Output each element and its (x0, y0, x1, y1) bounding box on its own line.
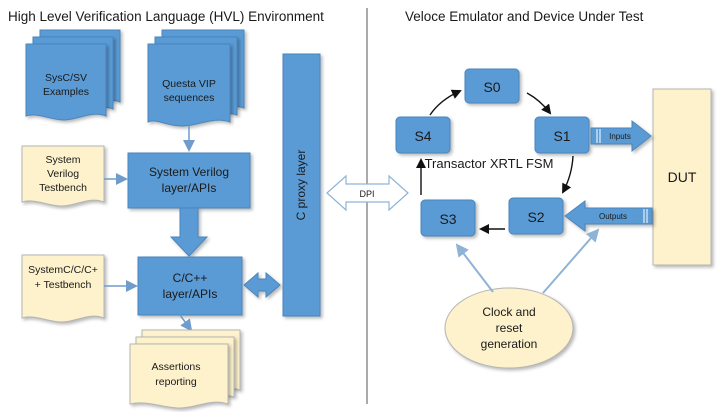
state-s3-label: S3 (439, 211, 456, 227)
state-s1: S1 (534, 116, 590, 154)
sv-layer-label-2: layer/APIs (162, 181, 217, 195)
outputs-arrow: Outputs (564, 200, 653, 232)
s1-to-s2-arrow (562, 155, 574, 194)
c-layer-label-2: layer/APIs (163, 287, 218, 301)
clock-to-s3-arrow (455, 243, 494, 293)
sysc-testbench-doc: SystemC/C/C+ + Testbench (21, 254, 105, 323)
state-s0: S0 (464, 68, 520, 104)
state-s2: S2 (508, 197, 564, 235)
inputs-arrow: Inputs (590, 119, 652, 153)
state-s0-label: S0 (483, 79, 500, 95)
sv-testbench-label-2: Verilog (47, 168, 79, 180)
c-layer-label-1: C/C++ (173, 271, 208, 285)
c-proxy-box: C proxy layer (282, 53, 321, 317)
veloce-header: Veloce Emulator and Device Under Test (405, 9, 644, 24)
state-s4: S4 (395, 116, 451, 154)
questa-vip-label-1: Questa VIP (162, 78, 216, 90)
sysc-testbench-label-1: SystemC/C/C+ (28, 264, 98, 276)
clock-label-1: Clock and (482, 305, 535, 319)
state-s3: S3 (420, 199, 476, 237)
sv-testbench-label-1: System (45, 154, 80, 166)
sysc-sv-examples-doc: SysC/SV Examples (25, 29, 121, 121)
clayer-to-assertions-arrow (179, 314, 193, 332)
dpi-arrow: DPI (326, 174, 409, 212)
dpi-label: DPI (359, 189, 374, 199)
clock-label-2: reset (496, 321, 523, 335)
assertions-label-2: reporting (155, 376, 197, 388)
state-s1-label: S1 (553, 128, 570, 144)
dut-label: DUT (668, 169, 697, 185)
dut-box: DUT (652, 88, 712, 266)
sysc-sv-label-1: SysC/SV (45, 72, 87, 84)
sv-to-c-block-arrow (169, 207, 209, 257)
questa-vip-label-2: sequences (164, 92, 215, 104)
outputs-label: Outputs (599, 212, 627, 221)
fsm-title: Transactor XRTL FSM (425, 156, 554, 171)
sv-testbench-doc: System Verilog Testbench (21, 145, 105, 207)
assertions-reporting-doc: Assertions reporting (129, 329, 241, 409)
clock-label-3: generation (481, 337, 538, 351)
s0-to-s1-arrow (526, 92, 552, 115)
inputs-label: Inputs (609, 132, 631, 141)
c-layer-box: C/C++ layer/APIs (137, 256, 243, 316)
clock-reset-ellipse: Clock and reset generation (444, 287, 574, 369)
c-to-proxy-double-arrow (243, 271, 281, 299)
clock-to-dut-arrow (542, 228, 600, 294)
sysc-sv-label-2: Examples (43, 86, 89, 98)
sv-layer-label-1: System Verilog (149, 165, 229, 179)
c-proxy-label: C proxy layer (294, 150, 308, 221)
state-s2-label: S2 (527, 209, 544, 225)
s4-to-s0-arrow (429, 89, 462, 116)
assertions-label-1: Assertions (151, 361, 200, 373)
sv-testbench-label-3: Testbench (39, 182, 87, 194)
questa-vip-doc: Questa VIP sequences (147, 29, 245, 127)
state-s4-label: S4 (414, 128, 431, 144)
sv-layer-box: System Verilog layer/APIs (127, 152, 251, 209)
hvl-header: High Level Verification Language (HVL) E… (8, 9, 324, 24)
sysc-testbench-label-2: + Testbench (35, 279, 92, 291)
